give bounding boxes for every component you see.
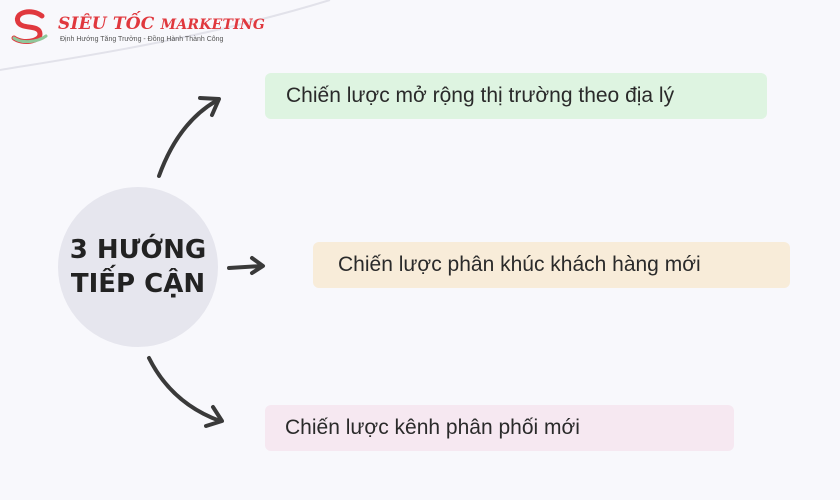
hub-line-2: TIẾP CẬN [70, 269, 206, 299]
brand-tagline: Định Hướng Tăng Trưởng - Đồng Hành Thành… [60, 36, 224, 43]
arrowhead-2 [250, 256, 265, 275]
hub-line-1: 3 HƯỚNG [69, 235, 207, 265]
branch-customer-segmentation: Chiến lược phân khúc khách hàng mới [313, 242, 790, 288]
center-hub: 3 HƯỚNG TIẾP CẬN [58, 187, 218, 347]
arrow-to-branch-3 [147, 356, 222, 423]
s-logo-icon [11, 9, 48, 44]
brand-main: SIÊU TỐC [58, 14, 155, 34]
branch-geographic-expansion: Chiến lược mở rộng thị trường theo địa l… [265, 73, 767, 119]
arrowhead-3 [204, 405, 224, 428]
brand-name: SIÊU TỐC MARKETING [58, 14, 265, 34]
brand-sub: MARKETING [160, 17, 266, 33]
arrowhead-1 [198, 96, 221, 117]
arrow-to-branch-1 [157, 99, 218, 178]
arrow-to-branch-2 [227, 264, 264, 270]
brand-logo: SIÊU TỐC MARKETING Định Hướng Tăng Trưởn… [8, 8, 265, 48]
branch-distribution-channel: Chiến lược kênh phân phối mới [265, 405, 734, 451]
